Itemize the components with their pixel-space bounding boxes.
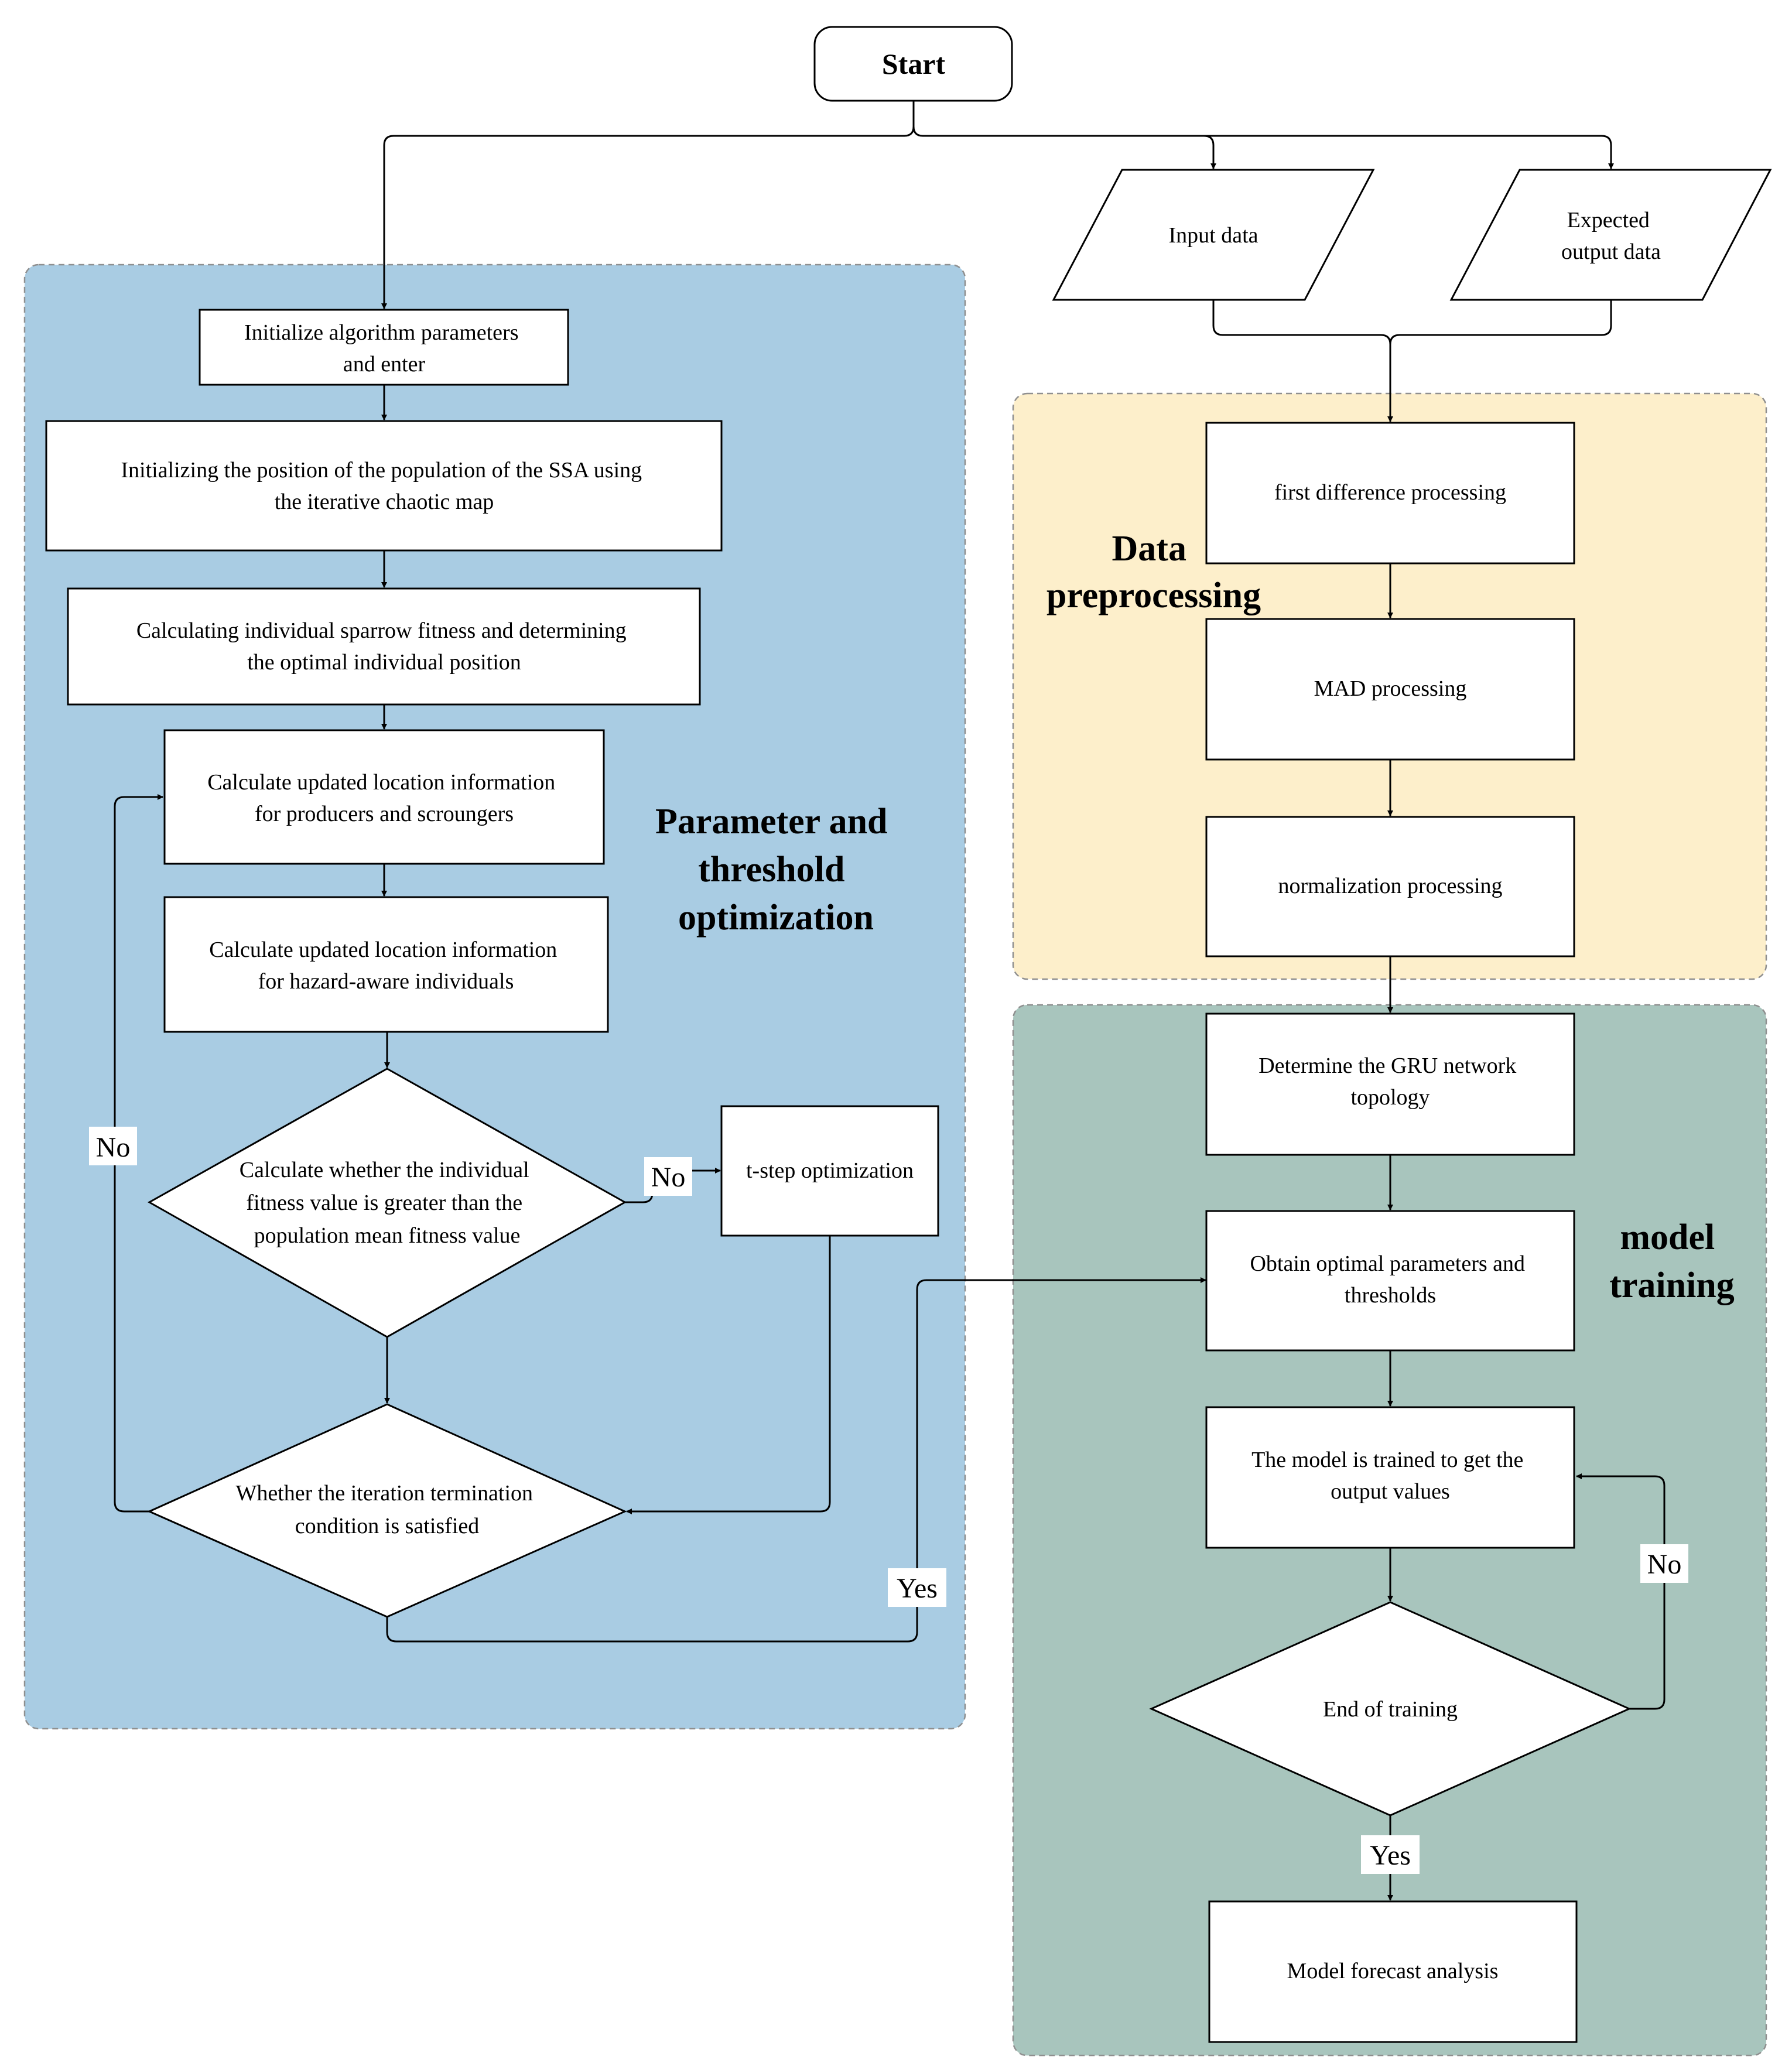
- optimal-params-box: [1205, 1210, 1575, 1352]
- mad-label: MAD processing: [1314, 676, 1467, 701]
- end-training-label: End of training: [1323, 1697, 1458, 1722]
- start-shape: [813, 26, 1013, 102]
- branch-label-no-tstep: No: [644, 1157, 692, 1196]
- update-producers-box: [163, 729, 605, 865]
- start-terminal: Start: [813, 26, 1013, 102]
- train-model-box: [1205, 1406, 1575, 1549]
- forecast-box: [1208, 1900, 1578, 2043]
- connector-tstep-return: [626, 1236, 831, 1514]
- init-params-box: [199, 309, 569, 386]
- optimal-params-label: Obtain optimal parameters and thresholds: [1250, 1251, 1530, 1308]
- init-params-node: Initialize algorithm parameters and ente…: [199, 309, 569, 386]
- mad-node: MAD processing: [1205, 618, 1575, 761]
- input-data-label: Input data: [1168, 223, 1258, 248]
- forecast-node: Model forecast analysis: [1208, 1900, 1578, 2043]
- connector-expected-merge: [1389, 300, 1612, 345]
- forecast-label: Model forecast analysis: [1287, 1959, 1499, 1983]
- t-step-box: [720, 1105, 939, 1237]
- expected-output-node: Expected output data: [1449, 169, 1772, 301]
- normalization-label: normalization processing: [1278, 874, 1502, 898]
- branch-label-no-loop: No: [89, 1127, 137, 1165]
- calc-fitness-box: [67, 587, 701, 706]
- region-parameter-optimization-title: Parameter and threshold optimization: [655, 802, 897, 938]
- region-model-training-title: model training: [1609, 1217, 1735, 1305]
- expected-output-label: Expected output data: [1561, 208, 1661, 264]
- connector-start-ssa: [381, 126, 915, 309]
- end-training-shape: [1149, 1601, 1632, 1817]
- connector-input-merge: [1212, 300, 1393, 422]
- branch-no-training-text: No: [1647, 1549, 1682, 1580]
- t-step-label: t-step optimization: [746, 1158, 914, 1183]
- connector-start-expected: [1204, 135, 1614, 169]
- update-hazard-box: [163, 896, 609, 1033]
- init-position-box: [45, 420, 723, 552]
- normalization-node: normalization processing: [1205, 816, 1575, 957]
- t-step-node: t-step optimization: [720, 1105, 939, 1237]
- update-producers-label: Calculate updated location information f…: [207, 770, 561, 826]
- calc-fitness-node: Calculating individual sparrow fitness a…: [67, 587, 701, 706]
- expected-output-shape: [1449, 169, 1772, 301]
- update-hazard-node: Calculate updated location information f…: [163, 896, 609, 1033]
- gru-topology-label: Determine the GRU network topology: [1258, 1053, 1522, 1110]
- input-data-shape: [1052, 169, 1375, 301]
- decision-termination-shape: [147, 1403, 627, 1618]
- gru-topology-node: Determine the GRU network topology: [1205, 1013, 1575, 1156]
- init-position-node: Initializing the position of the populat…: [45, 420, 723, 552]
- first-difference-node: first difference processing: [1205, 422, 1575, 565]
- init-position-label: Initializing the position of the populat…: [121, 458, 647, 514]
- update-producers-node: Calculate updated location information f…: [163, 729, 605, 865]
- init-params-label: Initialize algorithm parameters and ente…: [244, 320, 524, 377]
- connector-training-no-loop: [1576, 1473, 1666, 1710]
- decision-fitness-label: Calculate whether the individual fitness…: [240, 1158, 535, 1248]
- input-data-node: Input data: [1052, 169, 1375, 301]
- normalization-box: [1205, 816, 1575, 957]
- optimal-params-node: Obtain optimal parameters and thresholds: [1205, 1210, 1575, 1352]
- decision-termination-label: Whether the iteration termination condit…: [235, 1481, 538, 1538]
- start-label: Start: [882, 47, 946, 80]
- end-training-node: End of training: [1149, 1601, 1632, 1817]
- train-model-label: The model is trained to get the output v…: [1251, 1448, 1529, 1504]
- decision-fitness-shape: [147, 1068, 627, 1338]
- mad-box: [1205, 618, 1575, 761]
- branch-no-loop-text: No: [96, 1132, 131, 1163]
- region-data-preprocessing-title: Data preprocessing: [1047, 529, 1261, 615]
- update-hazard-label: Calculate updated location information f…: [209, 938, 563, 994]
- calc-fitness-label: Calculating individual sparrow fitness a…: [136, 618, 632, 675]
- first-difference-box: [1205, 422, 1575, 565]
- branch-label-yes-training: Yes: [1361, 1835, 1420, 1874]
- branch-label-yes-exit: Yes: [888, 1568, 946, 1607]
- first-difference-label: first difference processing: [1274, 480, 1506, 505]
- branch-label-no-training: No: [1640, 1544, 1688, 1583]
- gru-topology-box: [1205, 1013, 1575, 1156]
- train-model-node: The model is trained to get the output v…: [1205, 1406, 1575, 1549]
- decision-fitness-node: Calculate whether the individual fitness…: [147, 1068, 627, 1338]
- branch-yes-exit-text: Yes: [897, 1573, 938, 1604]
- branch-no-tstep-text: No: [651, 1162, 686, 1193]
- connector-termination-yes: [386, 1277, 1206, 1643]
- branch-yes-training-text: Yes: [1370, 1840, 1411, 1871]
- decision-termination-node: Whether the iteration termination condit…: [147, 1403, 627, 1618]
- connector-start-split: [912, 101, 1216, 169]
